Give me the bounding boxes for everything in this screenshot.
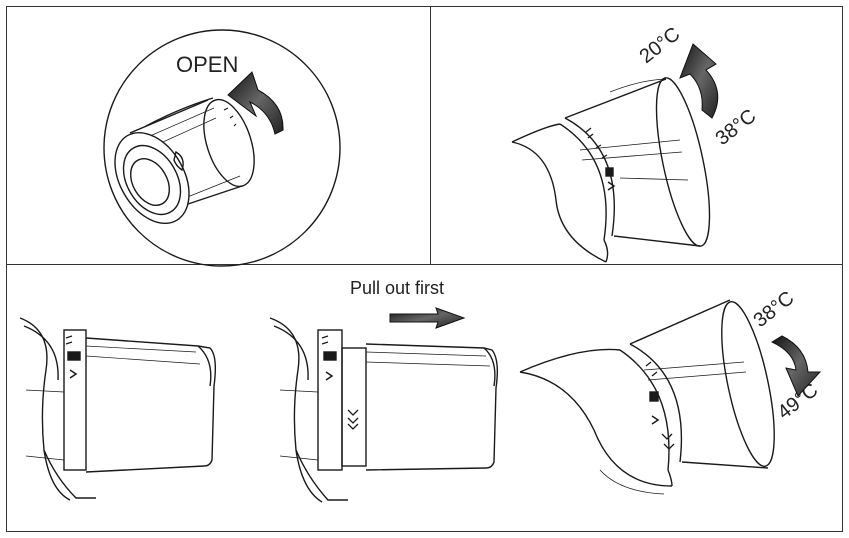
curved-arrow-icon xyxy=(227,71,284,135)
thermostat-perspective xyxy=(519,299,775,495)
thermostat-side-pushed xyxy=(19,317,217,501)
thermostat-side-pulled xyxy=(269,317,499,503)
rotate-open-arrow xyxy=(227,71,284,135)
pull-out-instruction: Pull out first xyxy=(350,278,444,298)
open-label: OPEN xyxy=(176,52,238,77)
detail-circle xyxy=(103,29,341,267)
curved-arrow-icon xyxy=(770,335,822,397)
override-from-label: 38°C xyxy=(750,287,799,332)
right-arrow-icon xyxy=(389,307,466,329)
panel-open: OPEN xyxy=(103,29,341,267)
panel-override: Pull out first xyxy=(19,278,822,503)
temp-low-label: 20°C xyxy=(636,23,685,68)
curved-arrow-icon xyxy=(679,43,719,119)
temp-high-label: 38°C xyxy=(712,105,761,150)
rotate-override-arrow xyxy=(770,335,822,397)
rotate-temp-arrow xyxy=(679,43,719,119)
pull-out-arrow xyxy=(389,307,466,329)
panel-frame xyxy=(6,6,843,532)
thermostat-drawing xyxy=(511,77,711,263)
panel-temperature: 20°C 38°C xyxy=(511,23,761,263)
knob-drawing xyxy=(114,97,255,225)
